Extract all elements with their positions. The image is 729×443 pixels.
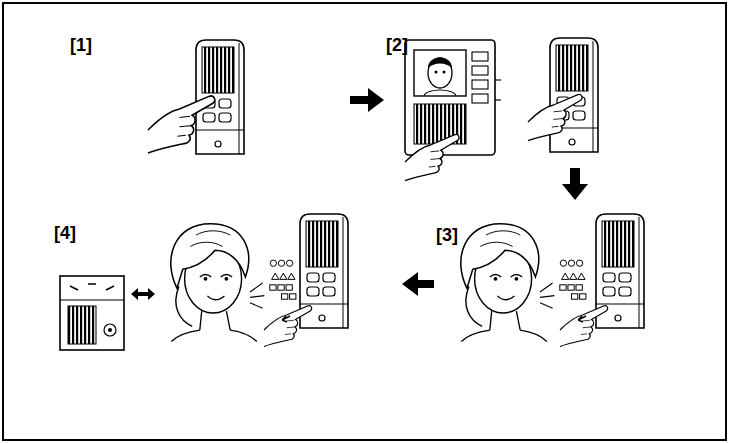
wall-unit xyxy=(196,40,244,154)
drawing-part xyxy=(104,324,116,336)
pointing-hand xyxy=(560,306,608,347)
drawing-part xyxy=(435,71,438,74)
wall-unit xyxy=(550,38,598,152)
drawing-part xyxy=(428,58,452,88)
door-station xyxy=(60,276,124,350)
drawing-part xyxy=(60,299,124,300)
drawing-part xyxy=(495,99,501,100)
woman-figure xyxy=(171,224,257,342)
frame xyxy=(3,3,726,440)
drawing-part xyxy=(428,58,452,69)
step-arrow xyxy=(402,272,434,296)
drawing-part xyxy=(472,80,488,89)
step-number: [2] xyxy=(386,36,408,54)
step-arrow xyxy=(562,168,588,200)
press-marks xyxy=(578,316,586,322)
drawing-part xyxy=(495,79,501,80)
pointing-hand xyxy=(405,134,459,180)
drawing-part xyxy=(424,90,456,96)
step-number: [1] xyxy=(70,36,92,54)
sound-symbols xyxy=(540,260,586,308)
drawing-part xyxy=(443,71,446,74)
drawing-part xyxy=(472,66,488,75)
pointing-hand xyxy=(264,306,312,347)
sound-symbols xyxy=(250,260,296,308)
drawing-part xyxy=(70,284,114,290)
drawing-part xyxy=(108,328,112,332)
drawing-part xyxy=(472,52,488,61)
pointing-hand xyxy=(148,96,215,153)
drawing-part xyxy=(472,94,488,103)
drawing-part xyxy=(68,306,96,344)
pointing-hand xyxy=(528,94,582,140)
drawing-part xyxy=(60,276,124,350)
drawing-part xyxy=(414,50,466,96)
step-number: [3] xyxy=(436,226,458,244)
step-number: [4] xyxy=(54,224,76,242)
woman-figure xyxy=(461,224,547,342)
press-marks xyxy=(282,316,290,322)
step-arrow xyxy=(350,88,384,112)
two-way-arrow xyxy=(131,288,155,300)
